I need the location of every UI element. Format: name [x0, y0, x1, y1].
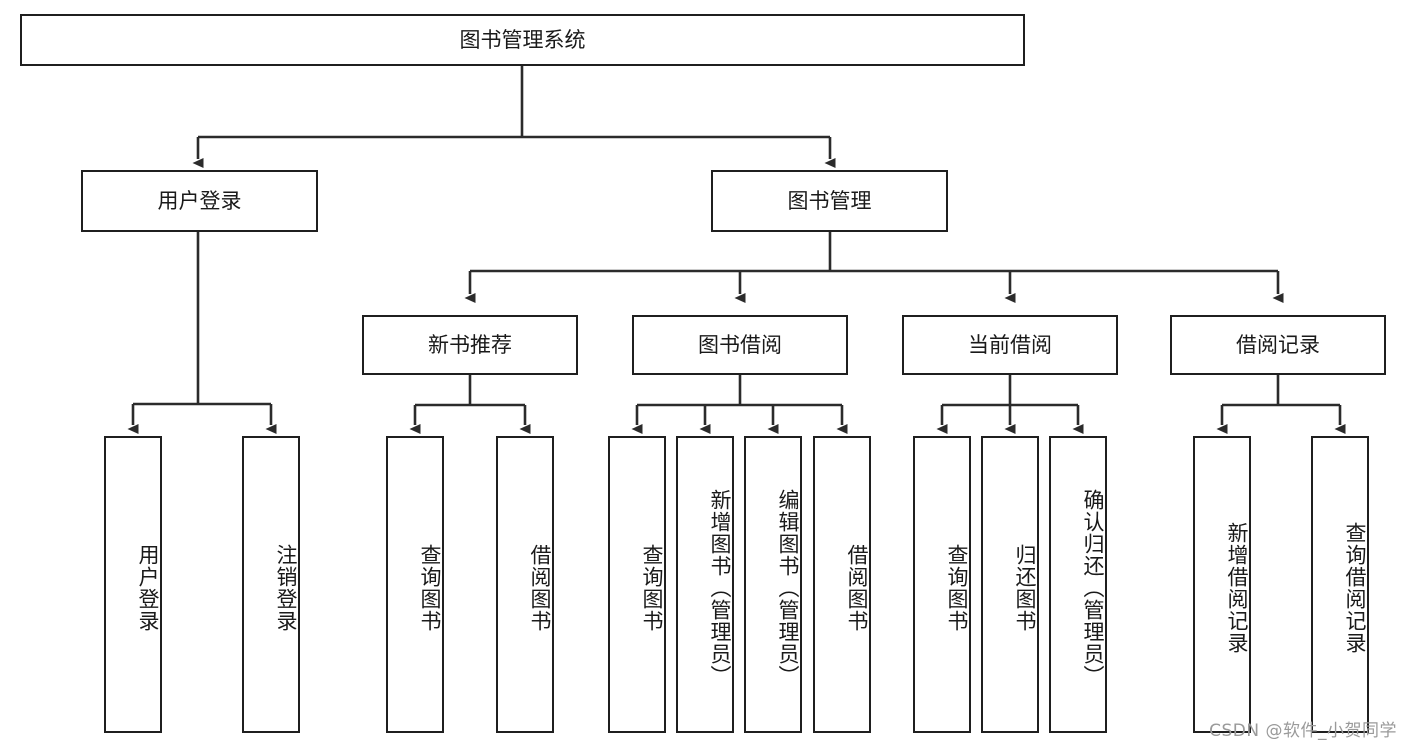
node-label: 查询借阅记录 — [1343, 521, 1367, 654]
node-current-borrow[interactable]: 当前借阅 — [902, 315, 1118, 375]
node-book-borrow[interactable]: 图书借阅 — [632, 315, 848, 375]
node-label: 查询图书 — [945, 543, 969, 632]
node-label: 新增借阅记录 — [1225, 521, 1249, 654]
node-leaf-query-book-1[interactable]: 查询图书 — [386, 436, 444, 733]
node-new-book-recommend[interactable]: 新书推荐 — [362, 315, 578, 375]
node-leaf-return-book[interactable]: 归还图书 — [981, 436, 1039, 733]
node-leaf-user-login[interactable]: 用户登录 — [104, 436, 162, 733]
node-leaf-query-book-3[interactable]: 查询图书 — [913, 436, 971, 733]
node-user-login[interactable]: 用户登录 — [81, 170, 318, 232]
node-label: 注销登录 — [274, 543, 298, 632]
node-borrow-record[interactable]: 借阅记录 — [1170, 315, 1386, 375]
node-label: 新增图书（管理员） — [708, 488, 732, 687]
watermark-text: CSDN @软件_小贺同学 — [1209, 721, 1397, 741]
node-leaf-query-book-2[interactable]: 查询图书 — [608, 436, 666, 733]
node-label: 新书推荐 — [428, 332, 512, 357]
node-label: 用户登录 — [136, 543, 160, 632]
node-leaf-logout-login[interactable]: 注销登录 — [242, 436, 300, 733]
node-leaf-borrow-book-2[interactable]: 借阅图书 — [813, 436, 871, 733]
node-leaf-borrow-book-1[interactable]: 借阅图书 — [496, 436, 554, 733]
node-label: 编辑图书（管理员） — [776, 488, 800, 687]
node-label: 图书借阅 — [698, 332, 782, 357]
node-leaf-edit-book[interactable]: 编辑图书（管理员） — [744, 436, 802, 733]
node-label: 确认归还（管理员） — [1081, 488, 1105, 687]
node-label: 借阅图书 — [845, 543, 869, 632]
node-label: 图书管理 — [787, 188, 872, 213]
node-label: 借阅记录 — [1236, 332, 1320, 357]
node-leaf-confirm-return[interactable]: 确认归还（管理员） — [1049, 436, 1107, 733]
node-book-manage[interactable]: 图书管理 — [711, 170, 948, 232]
node-label: 借阅图书 — [528, 543, 552, 632]
node-label: 查询图书 — [418, 543, 442, 632]
node-label: 图书管理系统 — [459, 27, 586, 52]
node-label: 当前借阅 — [968, 332, 1052, 357]
node-label: 归还图书 — [1013, 543, 1037, 632]
node-label: 查询图书 — [640, 543, 664, 632]
node-root-system[interactable]: 图书管理系统 — [20, 14, 1025, 66]
node-leaf-add-book[interactable]: 新增图书（管理员） — [676, 436, 734, 733]
node-leaf-add-record[interactable]: 新增借阅记录 — [1193, 436, 1251, 733]
node-label: 用户登录 — [157, 188, 242, 213]
node-leaf-query-record[interactable]: 查询借阅记录 — [1311, 436, 1369, 733]
